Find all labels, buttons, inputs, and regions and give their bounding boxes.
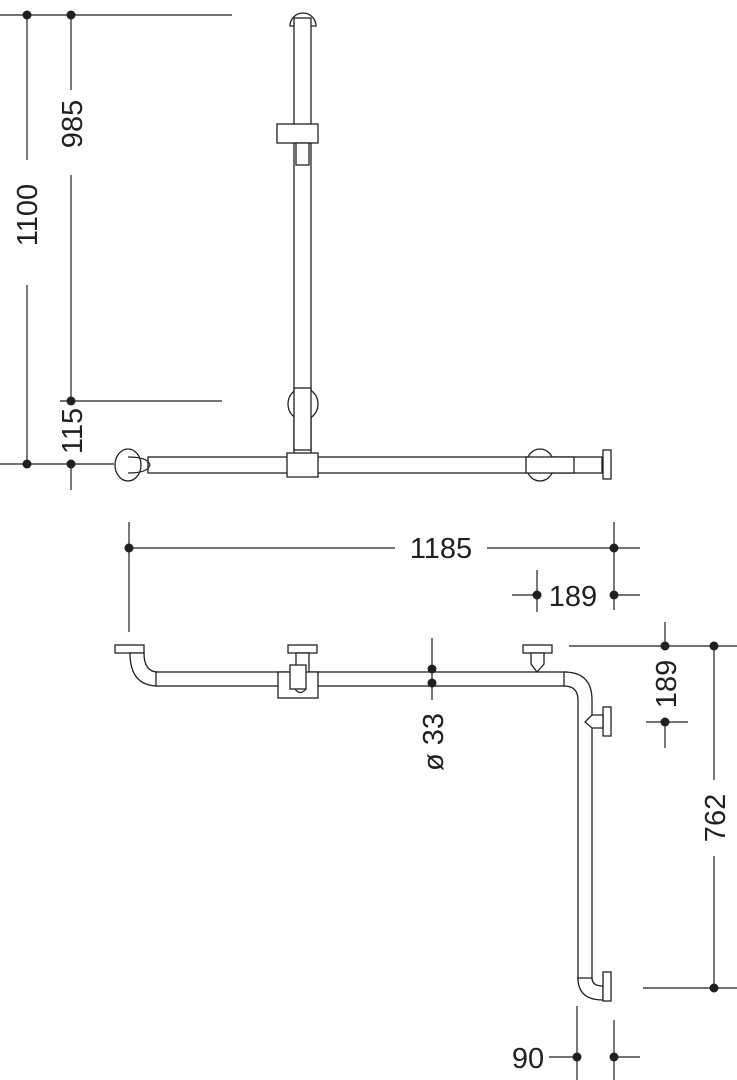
top-horizontal-rail xyxy=(155,671,567,687)
side-wall-flange xyxy=(602,706,612,737)
dim-upper-height: 985 xyxy=(57,100,89,148)
corner-bend xyxy=(563,671,593,981)
left-wall-rosette xyxy=(114,448,142,482)
bottom-wall-flange xyxy=(602,971,612,1002)
right-end-flange xyxy=(602,449,612,480)
dim-offset-horizontal: 189 xyxy=(549,581,597,613)
dim-offset-vertical: 189 xyxy=(651,660,683,708)
dim-wall-offset: 90 xyxy=(512,1043,544,1075)
t-connector xyxy=(286,452,319,478)
horizontal-rail xyxy=(147,456,603,474)
right-wall-flange xyxy=(522,644,553,654)
middle-wall-flange xyxy=(287,644,318,654)
dim-diameter: ø 33 xyxy=(418,713,450,771)
dim-total-width: 1185 xyxy=(410,533,472,565)
left-wall-flange xyxy=(114,644,145,654)
dim-lower-height: 115 xyxy=(57,408,89,454)
vertical-rail-cover xyxy=(293,387,312,451)
bottom-elbow xyxy=(577,977,604,1001)
shower-holder-slider xyxy=(276,123,319,144)
shower-holder-stem xyxy=(295,142,310,166)
dim-side-length: 762 xyxy=(700,794,732,842)
left-elbow xyxy=(129,652,159,687)
top-view: 1185 189 ø 33 189 762 90 xyxy=(114,522,737,1080)
dim-total-height: 1100 xyxy=(12,184,44,246)
front-view: 1100 985 115 xyxy=(0,10,612,490)
